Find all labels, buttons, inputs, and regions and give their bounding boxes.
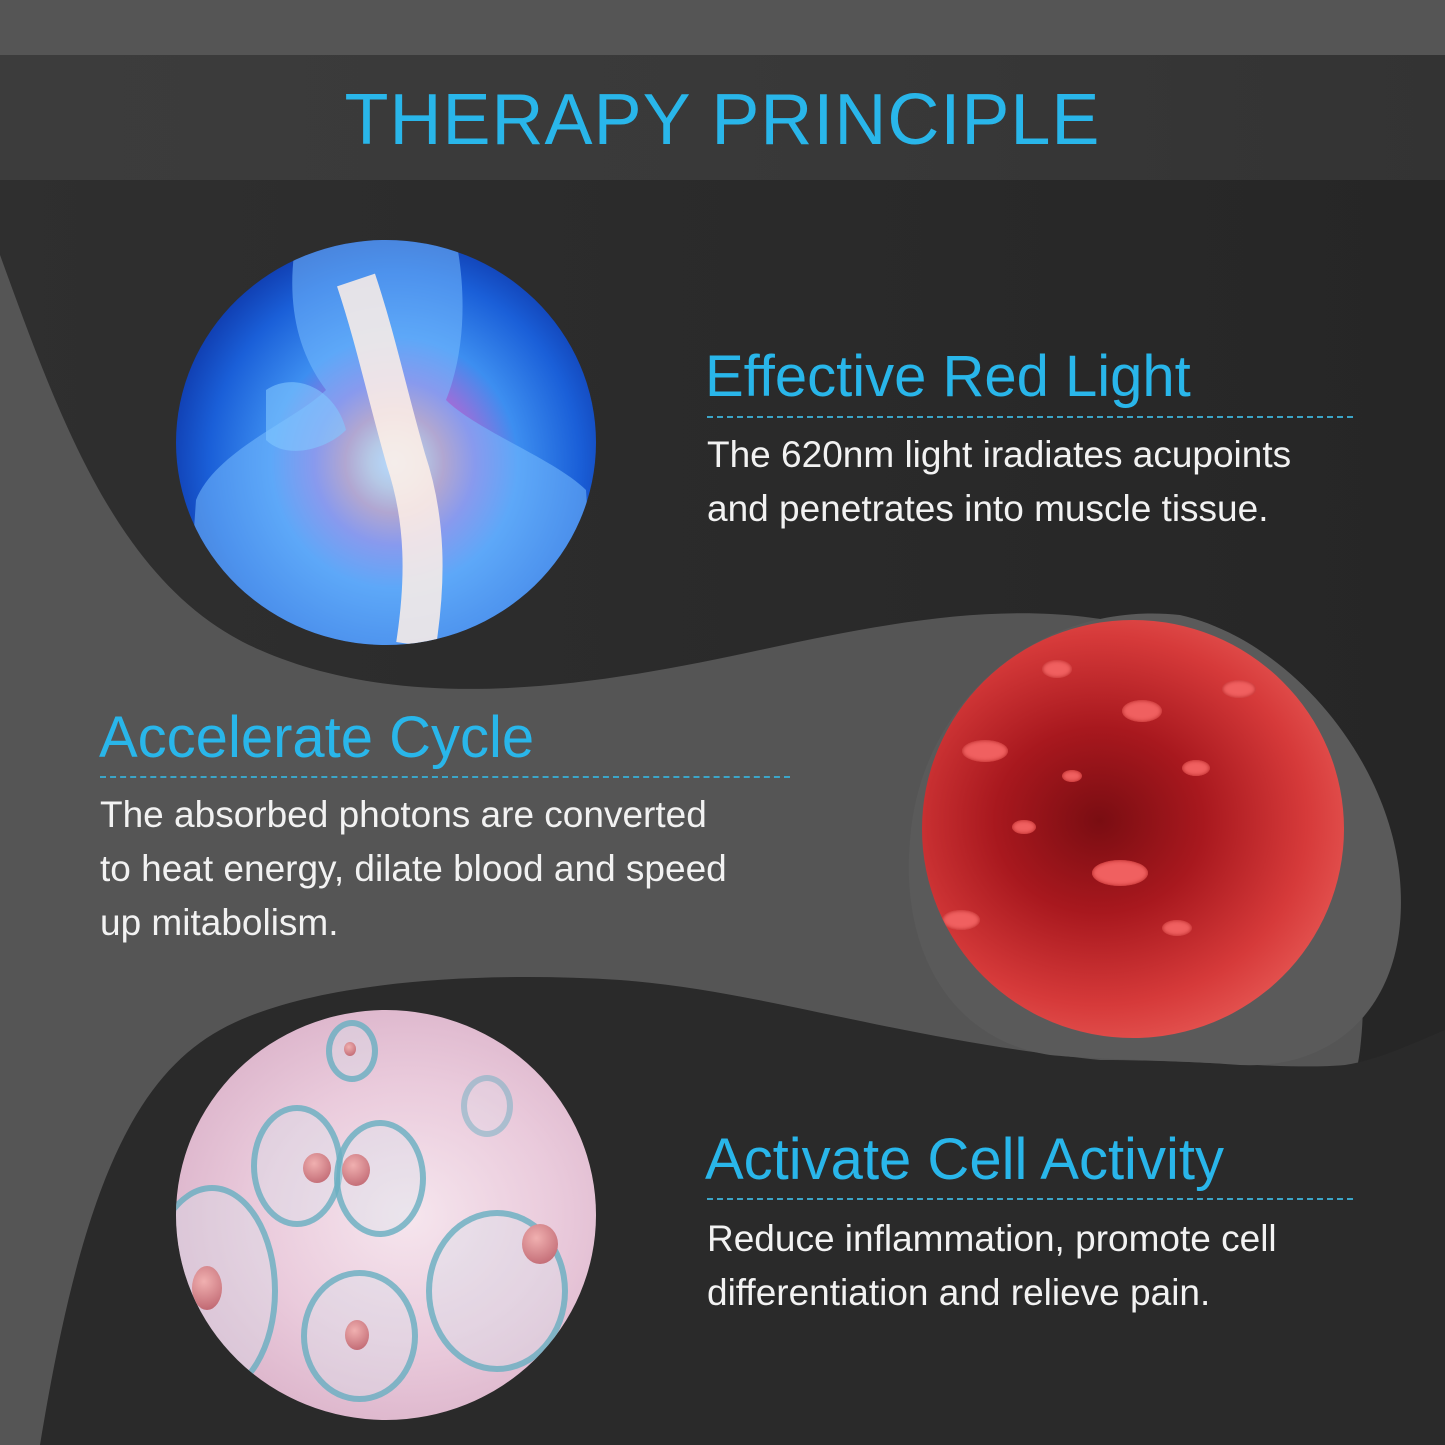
red-blood-cell-icon <box>1222 680 1256 698</box>
page-title: THERAPY PRINCIPLE <box>344 80 1101 160</box>
section-description-effective-red-light: The 620nm light iradiates acupoints and … <box>707 428 1291 536</box>
cell-icon <box>251 1105 343 1227</box>
red-blood-cell-icon <box>1122 700 1162 722</box>
cell-icon <box>176 1185 278 1397</box>
cell-icon <box>426 1210 568 1372</box>
section-title-effective-red-light: Effective Red Light <box>705 344 1191 409</box>
red-blood-cell-icon <box>1042 660 1072 678</box>
description-line: and penetrates into muscle tissue. <box>707 488 1269 529</box>
red-blood-cell-icon <box>1162 920 1192 936</box>
section-title-accelerate-cycle: Accelerate Cycle <box>99 705 535 770</box>
section-divider <box>707 416 1353 418</box>
description-line: Reduce inflammation, promote cell <box>707 1218 1277 1259</box>
description-line: differentiation and relieve pain. <box>707 1272 1211 1313</box>
red-blood-cell-icon <box>1092 860 1148 886</box>
red-blood-cell-icon <box>1062 770 1082 782</box>
description-line: The 620nm light iradiates acupoints <box>707 434 1292 475</box>
cell-icon <box>461 1075 513 1137</box>
red-blood-cell-icon <box>1182 760 1210 776</box>
red-blood-cell-icon <box>962 740 1008 762</box>
neck-pain-image <box>176 240 596 645</box>
red-blood-cell-icon <box>1012 820 1036 834</box>
red-blood-cell-icon <box>942 910 980 930</box>
cell-icon <box>334 1120 426 1237</box>
section-description-activate-cell-activity: Reduce inflammation, promote cell differ… <box>707 1212 1277 1320</box>
section-title-activate-cell-activity: Activate Cell Activity <box>705 1127 1224 1192</box>
cell-icon <box>301 1270 418 1402</box>
cells-image <box>176 1010 596 1420</box>
description-line: to heat energy, dilate blood and speed <box>100 848 727 889</box>
section-divider <box>707 1198 1353 1200</box>
section-description-accelerate-cycle: The absorbed photons are converted to he… <box>100 788 727 950</box>
description-line: The absorbed photons are converted <box>100 794 707 835</box>
cell-icon <box>326 1020 378 1082</box>
blood-cells-image <box>922 620 1344 1038</box>
header-band <box>0 55 1445 180</box>
description-line: up mitabolism. <box>100 902 339 943</box>
neck-figure-icon <box>186 240 596 645</box>
section-divider <box>100 776 790 778</box>
